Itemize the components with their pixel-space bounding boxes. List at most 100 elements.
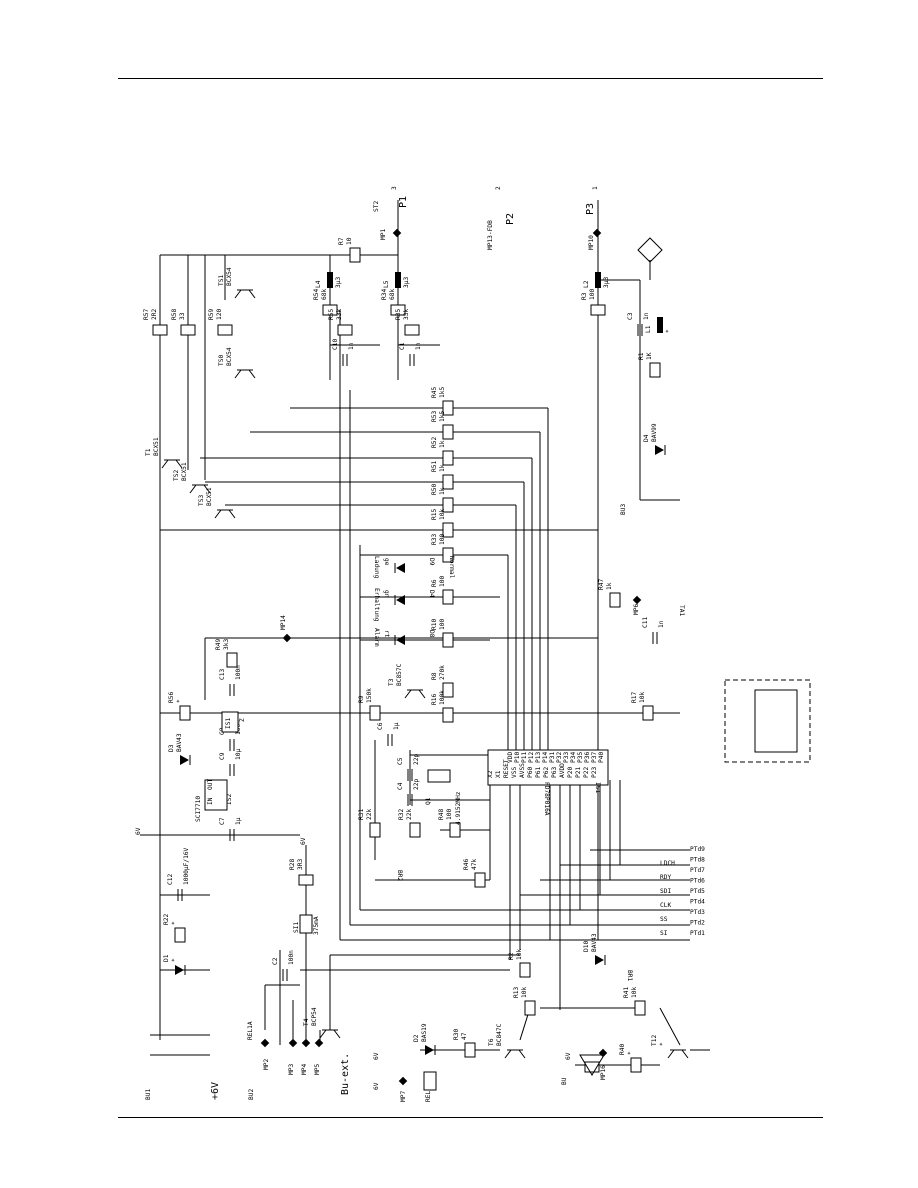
bus-label-ptd6: PTd6	[690, 878, 705, 885]
bus-label-ptd2: PTd2	[690, 920, 705, 927]
v6-label: 6V	[135, 827, 142, 835]
transistor-type: BCX54	[226, 347, 233, 366]
bus-signal-ldch: LDCH	[660, 860, 675, 867]
capacitor-id: C9	[219, 752, 226, 760]
header-rule	[118, 78, 823, 79]
mp2-label: MP2	[263, 1059, 270, 1070]
ic-pin-left-x1: X1	[495, 770, 502, 778]
crystal-id: Q1	[425, 797, 432, 805]
ic-pin-right-p13: P13	[535, 752, 542, 763]
mp6-label: MP6	[633, 604, 640, 615]
is1-small-id: IS1	[225, 718, 232, 729]
capacitor-id: C7	[219, 817, 226, 825]
capacitor-group: C101nC11nC31nC111nC13100nC8100nC910µC71µ…	[167, 312, 665, 981]
wiring	[140, 200, 710, 1066]
led-signal: Normal	[448, 556, 455, 579]
bus-label-ptd8: PTd8	[690, 857, 705, 864]
transistor-id: T3	[388, 678, 395, 686]
capacitor-value: 100n	[235, 665, 242, 680]
inductor-id: L1	[645, 325, 652, 333]
bus-signal-clk: CLK	[660, 902, 671, 909]
capacitor-value: 100n	[288, 950, 295, 965]
inductor-l2: L2 3µ3	[583, 272, 610, 288]
resistor-id: R33	[431, 534, 438, 545]
capacitor-value: 1n	[643, 312, 650, 320]
resistor-value: 1k	[439, 464, 446, 472]
is3-in: IN	[207, 797, 214, 805]
resistor-value: 22k	[406, 809, 413, 820]
resistor-value: 100	[439, 534, 446, 545]
resistor-value: 10k	[516, 949, 523, 960]
footer-rule	[118, 1117, 823, 1118]
resistor-value: 22k	[366, 809, 373, 820]
inductor-value: 3µ3	[603, 277, 610, 288]
transistor-id: TS3	[198, 495, 205, 506]
st2-label: ST2	[373, 201, 380, 212]
resistor-id: R47	[598, 579, 605, 590]
mp7-label: MP7	[400, 1091, 407, 1102]
ic-pin-left-p61: P61	[535, 767, 542, 778]
capacitor-id: C4	[397, 782, 404, 790]
resistor-value: 1k	[439, 487, 446, 495]
inductor-id: L2	[583, 280, 590, 288]
diode-id: D4	[643, 434, 650, 442]
resistor-id: R28	[289, 859, 296, 870]
ic-pin-right-p12: P12	[528, 752, 535, 763]
ic-pin-right-p11: P11	[521, 752, 528, 763]
resistor-r40: R40*	[619, 1044, 642, 1073]
resistor-value: 68k	[321, 289, 328, 300]
capacitor-id: C1	[399, 342, 406, 350]
speaker-label: BU	[561, 1077, 568, 1085]
capacitor-value: 22p	[413, 754, 420, 765]
resistor-id: R7	[338, 237, 345, 245]
ic-pin-right-p37: P37	[591, 752, 598, 763]
mp16-label: MP16	[600, 1065, 607, 1080]
resistor-id: R31	[358, 809, 365, 820]
jumper-area	[724, 679, 811, 763]
resistor-id: R51	[431, 461, 438, 472]
mp14-label: MP14	[280, 615, 287, 630]
resistor-value: 10k	[639, 692, 646, 703]
resistor-value: 100	[439, 576, 446, 587]
resistor-id: R22	[163, 914, 170, 925]
ic-pin-right-p31: P31	[549, 752, 556, 763]
resistor-value: 33k	[336, 309, 343, 320]
resistor-id: R10	[431, 619, 438, 630]
transistor-type: BCX51	[181, 462, 188, 481]
ta1-label: TA1	[678, 605, 685, 616]
resistor-value: 68k	[389, 289, 396, 300]
resistor-value: 100	[589, 289, 596, 300]
resistor-value: 10k	[439, 509, 446, 520]
